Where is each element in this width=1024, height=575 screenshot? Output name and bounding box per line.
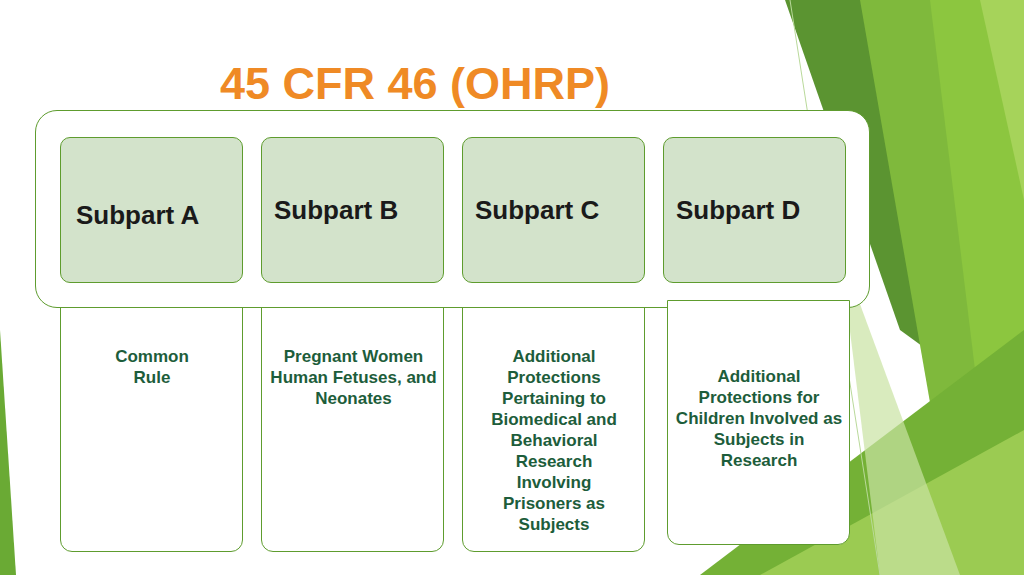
subpart-header: Subpart C bbox=[462, 137, 645, 283]
subpart-header: Subpart A bbox=[60, 137, 243, 283]
description-text: Common Rule bbox=[107, 346, 197, 388]
slide-title: 45 CFR 46 (OHRP) bbox=[120, 58, 710, 110]
description-text: Additional Protections for Children Invo… bbox=[674, 366, 844, 471]
description-box: Additional Protections for Children Invo… bbox=[667, 300, 850, 545]
subpart-header: Subpart D bbox=[663, 137, 846, 283]
description-text: Pregnant Women Human Fetuses, and Neonat… bbox=[270, 346, 437, 409]
description-text: Additional Protections Pertaining to Bio… bbox=[479, 346, 629, 535]
subpart-label: Subpart D bbox=[676, 195, 800, 226]
subpart-label: Subpart B bbox=[274, 195, 398, 226]
green-shard bbox=[980, 0, 1024, 200]
subpart-header: Subpart B bbox=[261, 137, 444, 283]
subpart-label: Subpart A bbox=[76, 200, 199, 231]
subpart-label: Subpart C bbox=[475, 195, 599, 226]
description-box: Common Rule bbox=[60, 290, 243, 552]
description-box: Additional Protections Pertaining to Bio… bbox=[462, 290, 645, 552]
green-shard bbox=[0, 330, 16, 575]
description-box: Pregnant Women Human Fetuses, and Neonat… bbox=[261, 290, 444, 552]
